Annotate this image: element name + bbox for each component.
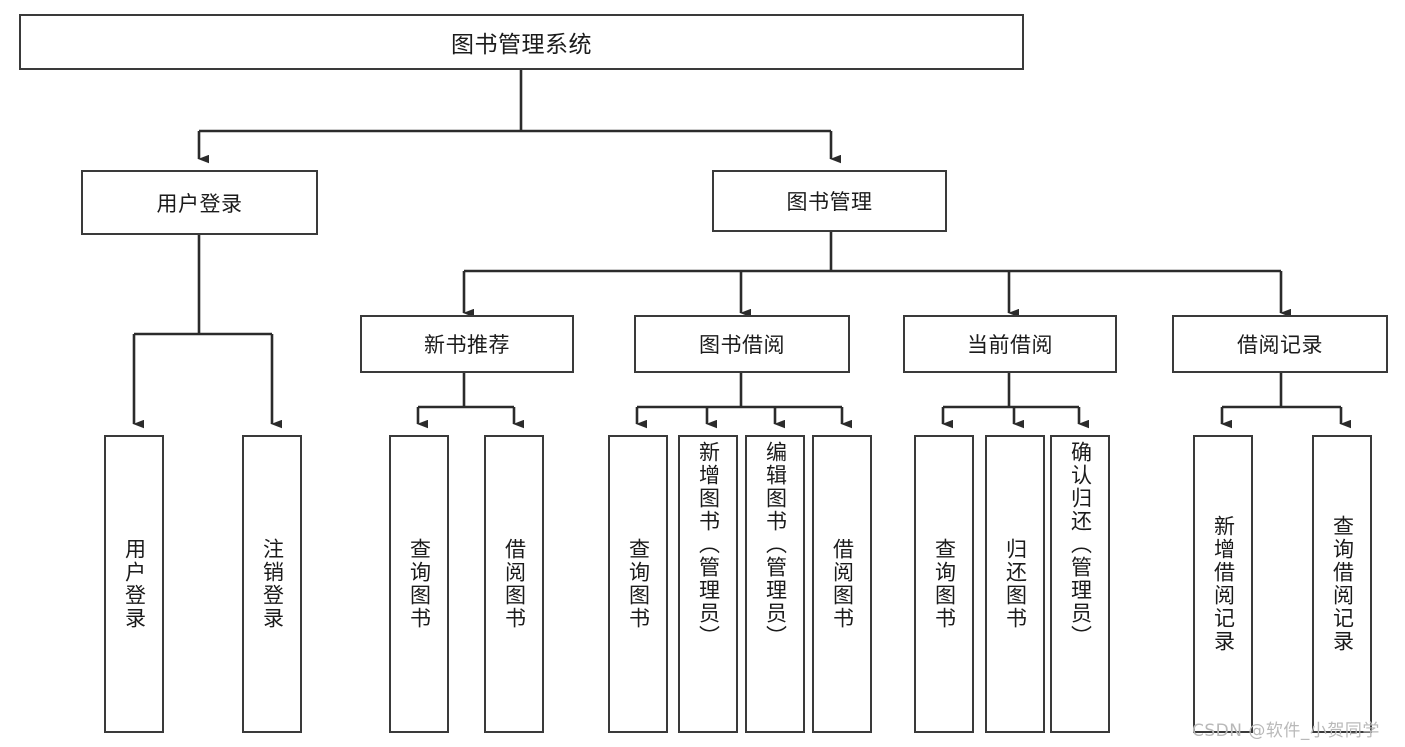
node-leaf-logout-login[interactable]: 注销登录 bbox=[242, 435, 302, 733]
node-leaf-query-book-1-label: 查询图书 bbox=[407, 538, 432, 630]
node-leaf-query-book-2-label: 查询图书 bbox=[626, 538, 651, 630]
node-leaf-borrow-book-1-label: 借阅图书 bbox=[502, 538, 527, 630]
node-current-borrow-label: 当前借阅 bbox=[967, 333, 1053, 357]
node-current-borrow[interactable]: 当前借阅 bbox=[903, 315, 1117, 373]
node-book-borrow-label: 图书借阅 bbox=[699, 333, 785, 357]
node-leaf-return-book[interactable]: 归还图书 bbox=[985, 435, 1045, 733]
node-user-login[interactable]: 用户登录 bbox=[81, 170, 318, 235]
node-borrow-record-label: 借阅记录 bbox=[1237, 333, 1323, 357]
node-leaf-borrow-book-2[interactable]: 借阅图书 bbox=[812, 435, 872, 733]
node-leaf-borrow-book-2-label: 借阅图书 bbox=[830, 538, 855, 630]
node-leaf-query-book-3[interactable]: 查询图书 bbox=[914, 435, 974, 733]
csdn-watermark: CSDN @软件_小贺同学 bbox=[1192, 721, 1380, 741]
node-leaf-query-book-2[interactable]: 查询图书 bbox=[608, 435, 668, 733]
node-leaf-confirm-return[interactable]: 确认归还（管理员） bbox=[1050, 435, 1110, 733]
node-leaf-add-book[interactable]: 新增图书（管理员） bbox=[678, 435, 738, 733]
node-new-book-recommend-label: 新书推荐 bbox=[424, 333, 510, 357]
node-root-system[interactable]: 图书管理系统 bbox=[19, 14, 1024, 70]
node-leaf-edit-book-label: 编辑图书（管理员） bbox=[763, 441, 788, 648]
node-leaf-query-borrow-record-label: 查询借阅记录 bbox=[1330, 515, 1355, 653]
node-leaf-confirm-return-label: 确认归还（管理员） bbox=[1068, 441, 1093, 648]
node-book-borrow[interactable]: 图书借阅 bbox=[634, 315, 850, 373]
node-borrow-record[interactable]: 借阅记录 bbox=[1172, 315, 1388, 373]
node-leaf-borrow-book-1[interactable]: 借阅图书 bbox=[484, 435, 544, 733]
node-leaf-return-book-label: 归还图书 bbox=[1003, 538, 1028, 630]
node-leaf-query-borrow-record[interactable]: 查询借阅记录 bbox=[1312, 435, 1372, 733]
node-leaf-query-book-3-label: 查询图书 bbox=[932, 538, 957, 630]
node-book-manage-label: 图书管理 bbox=[786, 190, 873, 214]
node-leaf-logout-login-label: 注销登录 bbox=[260, 538, 285, 630]
node-root-label: 图书管理系统 bbox=[451, 32, 592, 58]
node-user-login-label: 用户登录 bbox=[156, 191, 243, 216]
node-new-book-recommend[interactable]: 新书推荐 bbox=[360, 315, 574, 373]
node-leaf-query-book-1[interactable]: 查询图书 bbox=[389, 435, 449, 733]
node-leaf-edit-book[interactable]: 编辑图书（管理员） bbox=[745, 435, 805, 733]
node-leaf-user-login[interactable]: 用户登录 bbox=[104, 435, 164, 733]
node-leaf-add-book-label: 新增图书（管理员） bbox=[696, 441, 721, 648]
node-leaf-add-borrow-record[interactable]: 新增借阅记录 bbox=[1193, 435, 1253, 733]
node-leaf-user-login-label: 用户登录 bbox=[122, 538, 147, 630]
node-book-manage[interactable]: 图书管理 bbox=[712, 170, 947, 232]
node-leaf-add-borrow-record-label: 新增借阅记录 bbox=[1211, 515, 1236, 653]
